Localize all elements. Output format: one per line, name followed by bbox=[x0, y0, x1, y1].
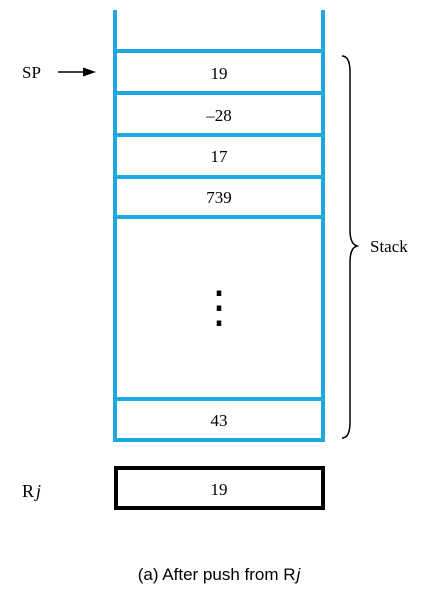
caption-prefix: (a) After push from R bbox=[138, 565, 296, 584]
stack-label: Stack bbox=[370, 237, 408, 256]
stack-cell-value: –28 bbox=[205, 106, 232, 125]
register-value: 19 bbox=[211, 480, 228, 499]
register-box bbox=[114, 466, 325, 510]
stack-cell-value: 17 bbox=[211, 147, 229, 166]
register-label-italic: j bbox=[34, 481, 41, 501]
stack-curly-brace bbox=[341, 55, 360, 439]
stack-cell-value: 43 bbox=[211, 411, 228, 430]
register-label-main: R bbox=[22, 481, 34, 501]
diagram-caption: (a) After push from Rj bbox=[138, 565, 302, 584]
stack-cell-value: 739 bbox=[206, 188, 232, 207]
sp-arrow-head bbox=[83, 67, 96, 77]
stack-cell-value: 19 bbox=[211, 64, 228, 83]
sp-label: SP bbox=[22, 63, 41, 82]
stack-ellipsis: ⋮ bbox=[197, 283, 241, 332]
caption-italic: j bbox=[295, 565, 302, 584]
